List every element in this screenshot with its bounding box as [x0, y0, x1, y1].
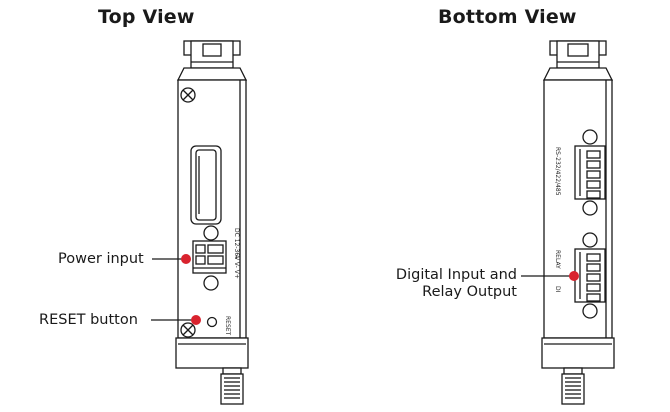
- antenna-connector-icon: [220, 367, 244, 405]
- reset-button-label: RESET button: [39, 312, 138, 328]
- top-view-device: [175, 40, 249, 405]
- callout-reset-button: [151, 315, 201, 325]
- power-input-label: Power input: [58, 251, 144, 267]
- reset-marking: RESET: [224, 316, 231, 336]
- digital-io-dot: [569, 271, 579, 281]
- serial-terminal-block-icon: [574, 129, 606, 216]
- digital-io-label: Digital Input and Relay Output: [396, 267, 517, 301]
- power-input-dot: [181, 254, 191, 264]
- bottom-view-device: [541, 40, 615, 405]
- bottom-antenna-connector-icon: [561, 367, 585, 405]
- top-view-lower-section: [175, 337, 249, 369]
- callout-power-input: [152, 254, 191, 264]
- relay-marking: RELAY: [554, 250, 561, 269]
- callout-digital-io: [521, 271, 579, 281]
- digital-io-label-line1: Digital Input and: [395, 267, 517, 283]
- power-terminal-block-icon: [192, 225, 227, 291]
- top-screw-icon: [180, 87, 196, 103]
- reset-button-icon: [206, 316, 218, 328]
- reset-button-dot: [191, 315, 201, 325]
- di-marking: DI: [554, 286, 561, 293]
- power-rating-marking: DC 12-36V: [233, 228, 240, 261]
- bottom-screw-icon: [180, 322, 196, 338]
- digital-io-label-line2: Relay Output: [422, 284, 517, 300]
- bottom-view-lower-section: [541, 337, 615, 369]
- top-view-title: Top View: [98, 6, 195, 28]
- rs-port-marking: RS-232/422/485: [554, 147, 561, 196]
- serial-connector-icon: [190, 145, 222, 225]
- dio-relay-terminal-block-icon: [574, 232, 606, 319]
- power-terminal-marking: ⏚ V- V+: [233, 254, 240, 279]
- bottom-view-title: Bottom View: [438, 6, 577, 28]
